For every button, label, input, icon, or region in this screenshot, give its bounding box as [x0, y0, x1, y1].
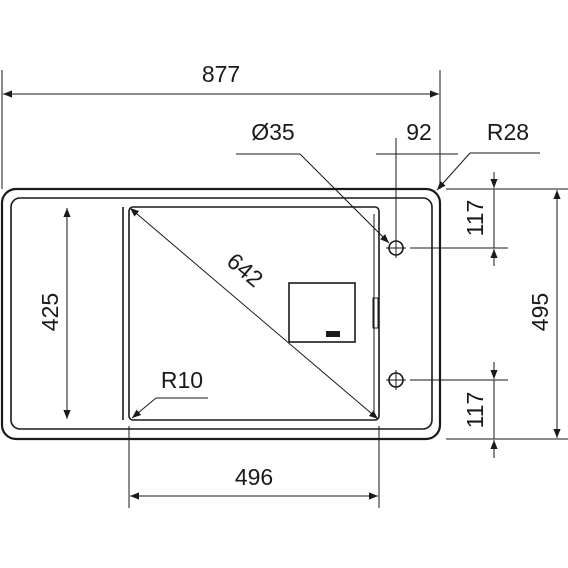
- dim-bowl-depth: 425: [37, 208, 71, 419]
- svg-text:117: 117: [462, 392, 488, 429]
- svg-text:642: 642: [222, 248, 268, 293]
- svg-text:Ø35: Ø35: [251, 119, 294, 145]
- svg-text:117: 117: [462, 200, 488, 237]
- svg-text:92: 92: [406, 119, 432, 145]
- tap-hole-top: [386, 238, 406, 258]
- dim-overall-width: 877: [1, 61, 441, 189]
- dim-edge-to-tap-bottom: 117: [410, 362, 568, 458]
- dim-tap-hole-diameter: Ø35: [236, 119, 390, 244]
- tap-hole-bottom: [386, 370, 406, 390]
- bowl-outline: [128, 206, 380, 421]
- dim-bowl-radius: R10: [131, 367, 208, 419]
- svg-text:496: 496: [235, 464, 273, 490]
- svg-text:425: 425: [37, 293, 63, 331]
- dim-tap-offset: 92: [376, 119, 458, 238]
- dim-outer-radius: R28: [436, 119, 540, 191]
- drain-label: [326, 331, 340, 337]
- svg-text:495: 495: [527, 293, 553, 331]
- dim-overall-depth: 495: [446, 188, 568, 438]
- svg-text:R28: R28: [487, 119, 529, 145]
- drain-box: [288, 282, 356, 343]
- dim-bowl-width: 496: [128, 426, 380, 508]
- dim-edge-to-tap-top: 117: [410, 172, 508, 266]
- sink-inner-rim: [10, 197, 433, 430]
- svg-text:877: 877: [202, 61, 240, 87]
- sink-outer-outline: [0, 187, 442, 441]
- svg-text:R10: R10: [161, 367, 203, 393]
